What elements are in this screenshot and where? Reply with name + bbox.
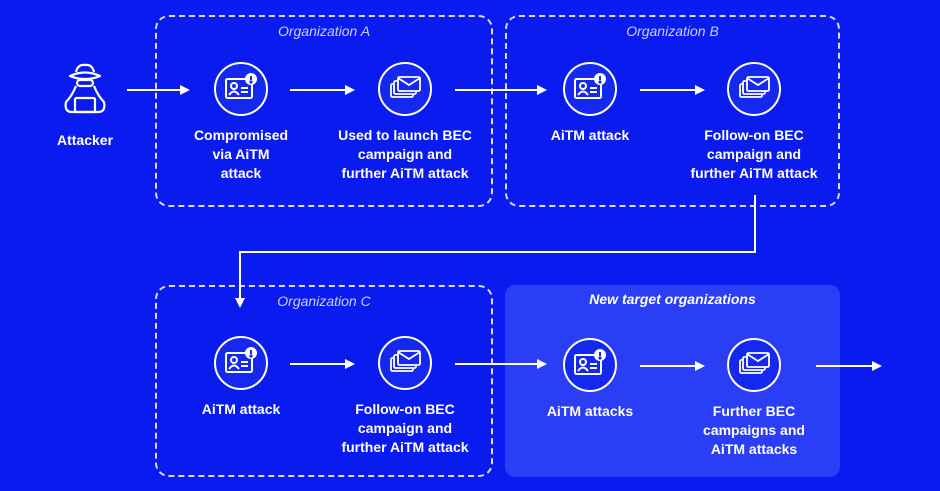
node-label: Compromised via AiTM attack: [193, 127, 289, 181]
stacked-mail-icon: [388, 73, 422, 106]
attacker-label: Attacker: [56, 132, 114, 148]
node-label: Used to launch BEC campaign and further …: [338, 127, 472, 181]
org-box-new-targets: New target organizations: [505, 285, 840, 477]
node-label: Follow-on BEC campaign and further AiTM …: [690, 127, 818, 181]
node-b2: Follow-on BEC campaign and further AiTM …: [679, 62, 829, 183]
org-title-b: Organization B: [626, 23, 719, 39]
id-card-alert-icon: [573, 72, 607, 106]
id-card-alert-icon: [573, 348, 607, 382]
stacked-mail-icon: [388, 347, 422, 380]
stacked-mail-icon: [737, 349, 771, 382]
node-label: AiTM attack: [550, 127, 630, 143]
arrow-b2-to-c1: [235, 195, 756, 308]
node-label: AiTM attack: [201, 401, 281, 417]
node-new1: AiTM attacks: [515, 338, 665, 421]
attacker-node: Attacker: [45, 62, 125, 150]
org-box-c: Organization C: [155, 285, 493, 477]
stacked-mail-icon: [737, 73, 771, 106]
org-title-new: New target organizations: [589, 291, 756, 307]
id-card-alert-icon: [224, 346, 258, 380]
node-label: AiTM attacks: [546, 403, 634, 419]
node-new2: Further BEC campaigns and AiTM attacks: [679, 338, 829, 459]
node-a1: Compromised via AiTM attack: [166, 62, 316, 183]
node-label: Further BEC campaigns and AiTM attacks: [703, 403, 805, 457]
node-c2: Follow-on BEC campaign and further AiTM …: [330, 336, 480, 457]
node-b1: AiTM attack: [515, 62, 665, 145]
org-box-b: Organization B: [505, 15, 840, 207]
id-card-alert-icon: [224, 72, 258, 106]
node-label: Follow-on BEC campaign and further AiTM …: [341, 401, 469, 455]
hacker-icon: [60, 63, 110, 124]
org-title-c: Organization C: [277, 293, 371, 309]
org-title-a: Organization A: [277, 23, 371, 39]
node-c1: AiTM attack: [166, 336, 316, 419]
org-box-a: Organization A: [155, 15, 493, 207]
node-a2: Used to launch BEC campaign and further …: [330, 62, 480, 183]
